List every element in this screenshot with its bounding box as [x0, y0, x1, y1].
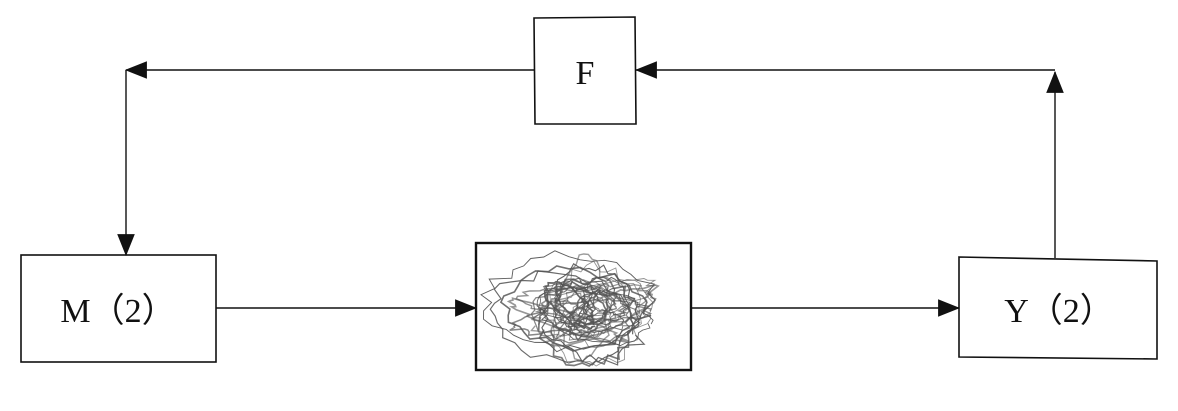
scribble-stroke [536, 287, 654, 347]
scribble-stroke [553, 253, 612, 362]
arrows [117, 61, 1064, 317]
feedback-node: F [533, 16, 637, 125]
scribble-stroke [553, 286, 594, 319]
scribble-stroke [553, 277, 598, 328]
scribble-stroke [489, 270, 646, 366]
input-box [20, 254, 217, 363]
feedback-label: F [576, 55, 595, 92]
scribble-stroke [553, 276, 654, 348]
scribble-stroke [537, 276, 636, 367]
tangled-scribble-image [480, 250, 660, 367]
output-node: Y（2） [958, 256, 1158, 360]
scribble-stroke [515, 287, 653, 323]
scribble-stroke [480, 250, 656, 353]
scribble-stroke [544, 283, 660, 347]
input-label: M（2） [60, 292, 175, 330]
scribble-stroke [588, 291, 611, 312]
process-node [474, 241, 693, 372]
scribble-stroke [530, 282, 652, 337]
output-label: Y（2） [1004, 292, 1114, 330]
scribble-stroke [549, 260, 642, 367]
scribble-stroke [539, 297, 595, 335]
feedback-box [533, 16, 637, 125]
output-box [958, 256, 1158, 360]
input-node: M（2） [20, 254, 217, 363]
